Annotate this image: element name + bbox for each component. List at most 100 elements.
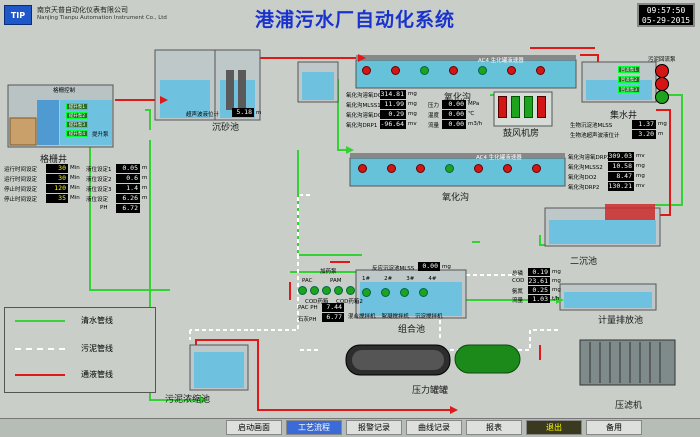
grille-row-1-val[interactable]: 30: [46, 164, 68, 173]
return-pump-1-button[interactable]: 回流泵1: [618, 66, 640, 73]
mixing-tags: 1# 2# 3# 4#: [362, 276, 436, 282]
blower-1-icon[interactable]: [498, 96, 507, 118]
sump-r2-unit: m: [658, 131, 664, 137]
aerator-3-icon[interactable]: [420, 66, 429, 75]
unit-mixing: 组合池: [398, 325, 426, 335]
grille-row-1-val2[interactable]: 0.05: [116, 164, 140, 173]
anoxic1-r4-label: 氧化沟DRP1: [346, 123, 378, 129]
dosing-pump-3-icon[interactable]: [322, 286, 331, 295]
unit-tank: 压力罐罐: [412, 386, 449, 396]
anoxic2-r2-unit: mg: [636, 163, 645, 169]
mixer-2-icon[interactable]: [381, 288, 390, 297]
unit-press: 压滤机: [615, 401, 643, 411]
grille-row-3-val[interactable]: 120: [46, 184, 68, 193]
nav-startup-button[interactable]: 启动画面: [226, 420, 282, 435]
anoxic2-r2-label: 氧化沟MLSS2: [568, 165, 603, 171]
grille-row-3-val2[interactable]: 1.4: [116, 184, 140, 193]
blower-r2-val[interactable]: 0.00: [442, 110, 466, 119]
nav-exit-button[interactable]: 退出: [526, 420, 582, 435]
aerator-11-icon[interactable]: [445, 164, 454, 173]
lime-ph-value[interactable]: 6.77: [322, 313, 344, 322]
meter-r3-unit: mg: [552, 287, 561, 293]
sump-r2-val[interactable]: 3.20: [632, 130, 656, 139]
anoxic1-r1-val[interactable]: 314.81: [380, 90, 406, 99]
nav-report-button[interactable]: 报表: [466, 420, 522, 435]
aerator-4-icon[interactable]: [449, 66, 458, 75]
return-pump-2-button[interactable]: 回流泵2: [618, 76, 640, 83]
legend-fluid-swatch: [15, 374, 65, 376]
anoxic1-r3-val[interactable]: 0.29: [380, 110, 406, 119]
meter-r2-val[interactable]: 23.61: [528, 277, 550, 285]
grille-row-3: 停止时间设定 120 Min 液位设定3 1.4 m: [4, 184, 154, 194]
meter-r3-val[interactable]: 0.25: [528, 286, 550, 294]
blower-r1-unit: MPa: [468, 101, 480, 107]
lift-pump-2-button[interactable]: 提升泵2: [66, 112, 88, 119]
blower-2-icon[interactable]: [511, 96, 520, 118]
anoxic2-r2-val[interactable]: 10.58: [608, 162, 634, 171]
return-pump-3-button[interactable]: 回流泵3: [618, 86, 640, 93]
dosing-pump-2-icon[interactable]: [310, 286, 319, 295]
unit-sludge: 污泥浓缩池: [165, 395, 211, 405]
pac-ph-value[interactable]: 7.44: [322, 303, 344, 312]
nav-process-button[interactable]: 工艺流程: [286, 420, 342, 435]
cod-tank-label: COD药箱: [305, 299, 329, 305]
aerator-9-icon[interactable]: [387, 164, 396, 173]
lift-pump-1-button[interactable]: 提升泵1: [66, 103, 88, 110]
anoxic2-r1-val[interactable]: 309.03: [608, 152, 634, 161]
cod-tank2-label: COD药箱2: [336, 299, 363, 305]
grille-row-4-val2[interactable]: 6.26: [116, 194, 140, 203]
company-name-en: Nanjing Tianpu Automation Instrument Co.…: [37, 15, 167, 21]
aerator-13-icon[interactable]: [503, 164, 512, 173]
grit-value[interactable]: 5.18: [232, 108, 254, 117]
mixing-value[interactable]: 0.00: [418, 262, 440, 271]
mixer-4-icon[interactable]: [419, 288, 428, 297]
mixing-bottom-3: 沉淀搅拌机: [415, 314, 443, 320]
grille-row-3-unit: Min: [70, 185, 80, 191]
anoxic1-r2-val[interactable]: 11.99: [380, 100, 406, 109]
grille-row-2-val[interactable]: 30: [46, 174, 68, 183]
legend-sludge-label: 污泥管线: [81, 344, 113, 353]
aerator-7-icon[interactable]: [536, 66, 545, 75]
nav-trend-button[interactable]: 曲线记录: [406, 420, 462, 435]
dosing-pump-4-icon[interactable]: [334, 286, 343, 295]
anoxic2-r3-val[interactable]: 8.47: [608, 172, 634, 181]
blower-r3-val[interactable]: 0.00: [442, 120, 466, 129]
blower-r1-val[interactable]: 0.00: [442, 100, 466, 109]
blower-r2-unit: ℃: [468, 111, 475, 117]
aerator-10-icon[interactable]: [416, 164, 425, 173]
sump-r2-label: 生物池超声波液位计: [570, 133, 620, 139]
meter-r4-label: 流量: [512, 298, 524, 304]
blower-3-icon[interactable]: [524, 96, 533, 118]
sump-r1-val[interactable]: 1.37: [632, 120, 656, 129]
nav-spare-button[interactable]: 备用: [586, 420, 642, 435]
company-logo: TIP: [4, 5, 32, 25]
aerator-1-icon[interactable]: [362, 66, 371, 75]
grille-row-5-val2[interactable]: 6.72: [116, 204, 140, 213]
grille-row-2-val2[interactable]: 0.6: [116, 174, 140, 183]
aerator-12-icon[interactable]: [474, 164, 483, 173]
anoxic1-r2-label: 氧化沟MLSS1: [346, 103, 381, 109]
anoxic1-r4-val[interactable]: -96.64: [380, 120, 406, 129]
legend-clean-label: 清水管线: [81, 316, 113, 325]
dosing-pump-1-icon[interactable]: [298, 286, 307, 295]
lift-pump-4-button[interactable]: 提升泵4: [66, 130, 88, 137]
anoxic2-r4-val[interactable]: 130.21: [608, 182, 634, 191]
aerator-8-icon[interactable]: [358, 164, 367, 173]
mixing-tag-4: 4#: [428, 276, 437, 282]
meter-r4-val[interactable]: 1.03: [528, 295, 550, 303]
lift-pump-3-button[interactable]: 提升泵3: [66, 121, 88, 128]
aerator-2-icon[interactable]: [391, 66, 400, 75]
blower-4-icon[interactable]: [537, 96, 546, 118]
grille-row-4-val[interactable]: 35: [46, 194, 68, 203]
dosing-pump-5-icon[interactable]: [346, 286, 355, 295]
meter-readings: 总磷 0.19 mg COD 23.61 mg 氨氮 0.25 mg 流量 1.…: [512, 268, 572, 304]
mixer-1-icon[interactable]: [362, 288, 371, 297]
aerator-14-icon[interactable]: [532, 164, 541, 173]
mixing-tag-3: 3#: [406, 276, 415, 282]
mixer-3-icon[interactable]: [400, 288, 409, 297]
aerator-5-icon[interactable]: [478, 66, 487, 75]
aerator-6-icon[interactable]: [507, 66, 516, 75]
meter-r1-val[interactable]: 0.19: [528, 268, 550, 276]
nav-alarm-button[interactable]: 报警记录: [346, 420, 402, 435]
grille-row-2-unit: Min: [70, 175, 80, 181]
